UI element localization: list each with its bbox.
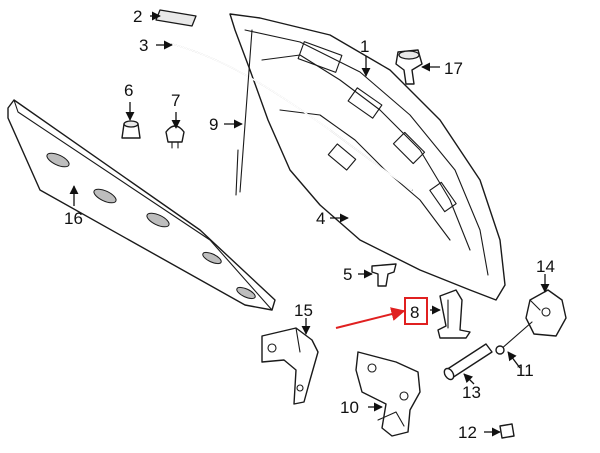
- part-12-clip: [499, 423, 515, 439]
- label-part-5: 5: [343, 265, 352, 284]
- part-6-bumper: [121, 120, 141, 139]
- label-part-16: 16: [64, 209, 83, 228]
- label-part-14: 14: [536, 257, 555, 276]
- label-part-12: 12: [458, 423, 477, 442]
- callout-arrow: [335, 307, 406, 329]
- label-part-10: 10: [340, 398, 359, 417]
- part-3-weatherstrip: [171, 43, 413, 191]
- label-part-8: 8: [410, 303, 419, 322]
- part-11-bolt: [495, 321, 533, 355]
- label-part-9: 9: [209, 115, 218, 134]
- part-8-catch: [437, 289, 471, 339]
- label-part-15: 15: [294, 301, 313, 320]
- part-9-prop-rod: [235, 29, 253, 196]
- label-part-1: 1: [360, 37, 369, 56]
- part-15-hood-hinge: [261, 327, 319, 405]
- highlight-box: [404, 297, 428, 325]
- part-17-clip: [395, 49, 423, 85]
- label-part-6: 6: [124, 81, 133, 100]
- part-13-tube: [443, 343, 493, 381]
- part-14-hinge-bracket: [525, 289, 567, 337]
- part-10-hood-latch: [355, 351, 421, 437]
- label-part-2: 2: [133, 7, 142, 26]
- part-5-clip: [371, 263, 397, 287]
- label-part-3: 3: [139, 36, 148, 55]
- label-part-13: 13: [462, 383, 481, 402]
- label-part-7: 7: [171, 91, 180, 110]
- label-part-11: 11: [516, 361, 534, 380]
- label-part-4: 4: [316, 209, 325, 228]
- leader-lines: [69, 11, 550, 437]
- part-16-hood-insulator: [7, 99, 276, 311]
- part-2-pad: [155, 9, 197, 27]
- part-labels: 2 3 1 17 6 7 9 16 4 5 14 8 15 11 13 10 1…: [64, 7, 555, 442]
- label-part-17: 17: [444, 59, 463, 78]
- highlight-callout: [335, 297, 428, 329]
- part-7-bumper: [165, 125, 185, 149]
